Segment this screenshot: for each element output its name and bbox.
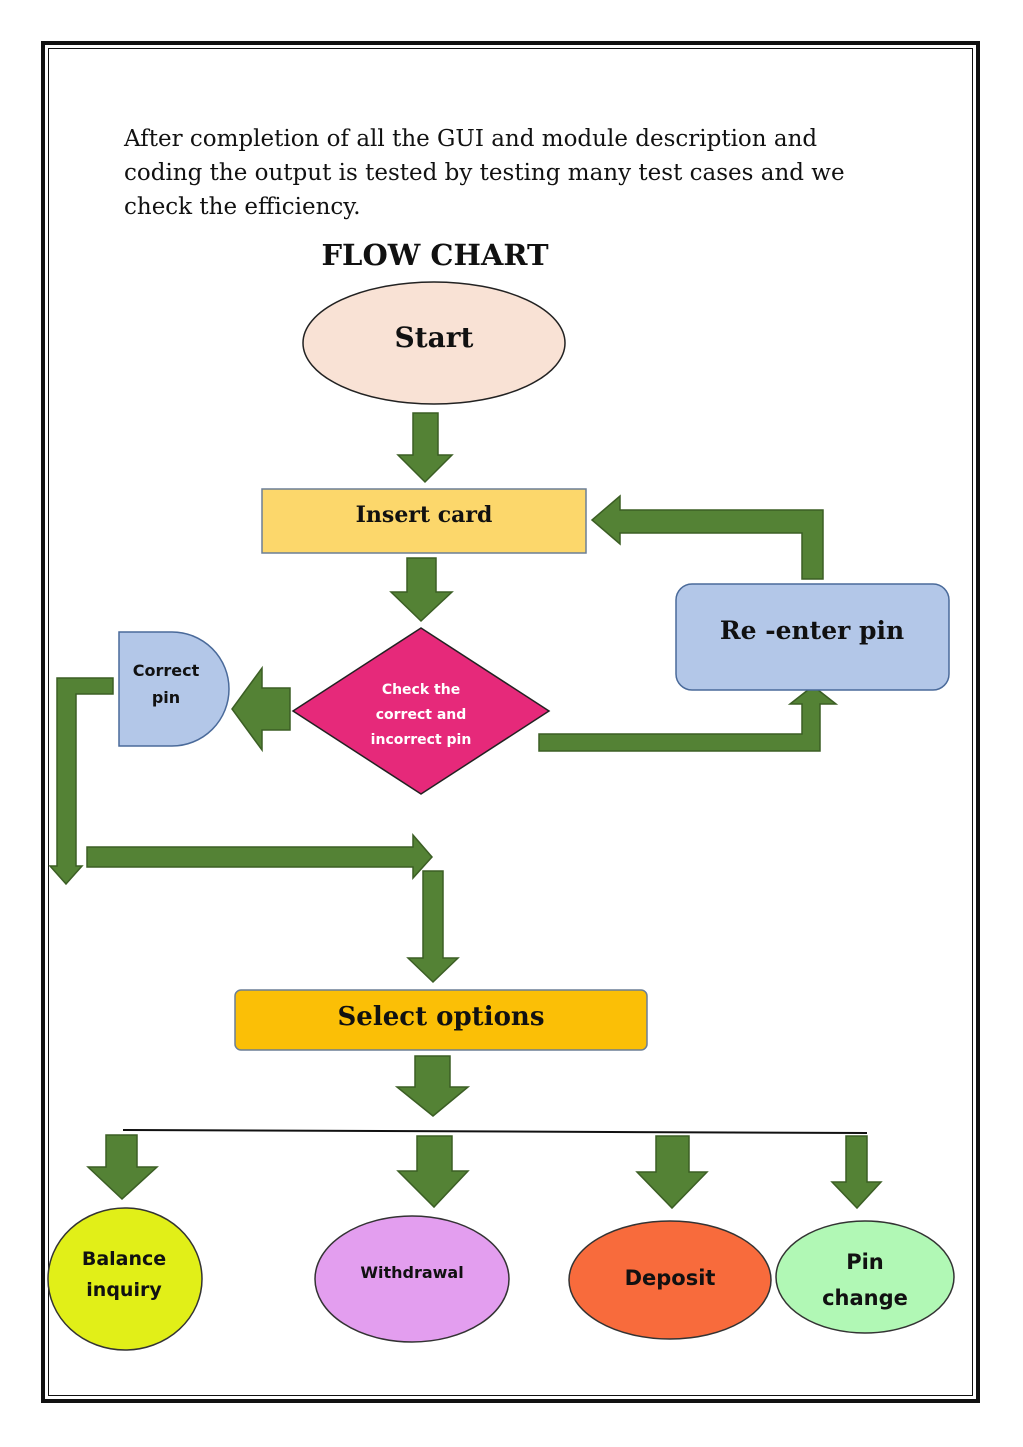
arrow-to-deposit [635,1135,709,1210]
check-pin-label-line-1: Check the [382,682,460,698]
check-pin-label-line-3: incorrect pin [371,732,472,748]
start-label: Start [395,321,474,354]
deposit-label: Deposit [625,1266,716,1290]
arrow-start-to-insert [396,412,454,484]
pin-change-node [775,1220,955,1334]
branch-connector-line [122,1129,868,1134]
arrow-check-to-reenter [538,685,839,752]
arrow-to-select [406,870,460,984]
arrow-check-to-correct [231,665,291,753]
deposit-node [568,1220,772,1340]
correct-pin-node [118,631,230,747]
balance-inquiry-label-line-1: Balance [82,1248,166,1270]
pin-change-label-line-2: change [822,1286,908,1310]
correct-pin-label-line-2: pin [152,688,180,707]
select-options-label: Select options [338,1002,545,1032]
correct-pin-label-line-1: Correct [133,661,200,680]
arrow-reenter-to-insert [590,494,824,580]
arrow-correct-down [48,677,114,886]
reenter-pin-node [675,583,950,691]
arrow-select-to-branches [394,1055,471,1117]
insert-card-node [261,488,587,554]
insert-card-label: Insert card [356,502,493,528]
select-options-node [234,989,648,1051]
arrow-loop-right [86,832,434,880]
page-border-outer [41,41,980,1403]
pin-change-label-line-1: Pin [846,1250,884,1274]
withdrawal-node [314,1215,510,1343]
arrow-to-withdrawal [396,1135,470,1209]
reenter-pin-label: Re -enter pin [720,616,904,645]
intro-paragraph: After completion of all the GUI and modu… [124,126,845,220]
start-node [302,281,566,405]
arrow-insert-to-check [389,557,454,623]
check-pin-decision-node [291,627,551,795]
page-border-inner [48,48,973,1396]
arrow-to-balance [86,1134,159,1201]
withdrawal-label: Withdrawal [360,1263,463,1282]
arrow-to-pin-change [830,1135,883,1210]
balance-inquiry-node [47,1207,203,1351]
check-pin-label-line-2: correct and [376,707,467,723]
flowchart-heading: FLOW CHART [321,238,549,272]
balance-inquiry-label-line-2: inquiry [86,1279,162,1301]
